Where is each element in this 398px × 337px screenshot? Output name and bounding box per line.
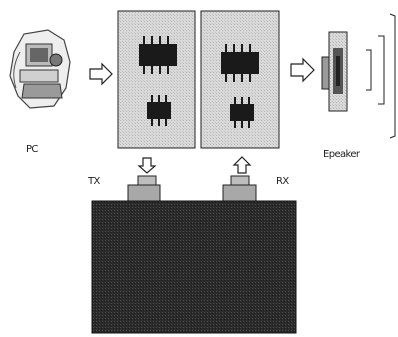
pc-icon — [9, 29, 71, 109]
speaker-label: Epeaker — [323, 149, 361, 160]
rx-chip-small — [230, 97, 254, 128]
tx-chip-large — [139, 36, 177, 74]
arrow-right-icon — [89, 62, 113, 86]
sound-wave-icon — [366, 13, 396, 139]
tx-label: TX — [87, 176, 101, 187]
rx-board — [200, 10, 280, 149]
arrow-up-icon — [232, 156, 252, 174]
rx-label: RX — [276, 176, 289, 187]
pc-label: PC — [26, 144, 38, 155]
arrow-down-icon — [137, 157, 157, 174]
medium-block — [91, 200, 297, 334]
tx-transducer — [127, 175, 161, 202]
tx-board — [117, 10, 196, 149]
speaker-icon — [321, 31, 348, 112]
rx-transducer — [222, 175, 257, 202]
arrow-right-icon — [290, 57, 315, 83]
rx-chip-large — [221, 44, 259, 82]
tx-chip-small — [147, 95, 171, 126]
